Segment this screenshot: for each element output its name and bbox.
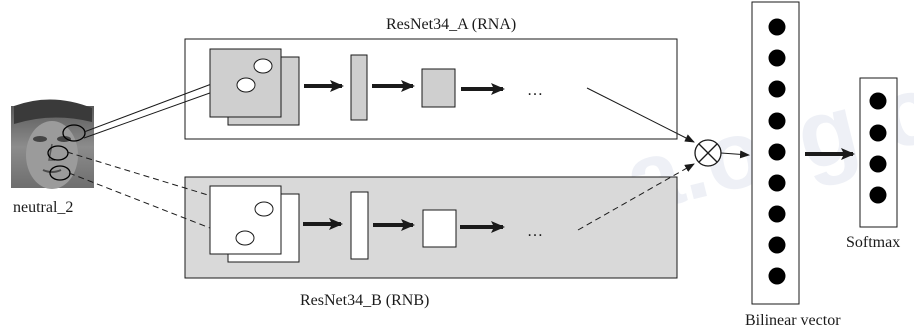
rnb-ellipsis: … (527, 223, 543, 240)
bilinear-node (768, 18, 786, 36)
softmax-label: Softmax (846, 234, 900, 251)
arrow-product-to-bilinear (720, 150, 750, 159)
outer-product-operator (694, 139, 722, 167)
arrow-rna-to-product (586, 87, 695, 143)
rna-patch-2 (236, 77, 256, 93)
branch-a-title: ResNet34_A (RNA) (386, 16, 516, 33)
bilinear-vector-nodes (768, 18, 786, 285)
rna-ellipsis: … (527, 82, 543, 99)
patch-ellipse-1 (62, 124, 86, 142)
bilinear-node (768, 80, 786, 98)
patch-ellipse-2 (47, 145, 69, 161)
rnb-patch-1 (254, 201, 274, 217)
bilinear-node (768, 267, 786, 285)
softmax-nodes (869, 92, 887, 204)
rnb-layer-1 (350, 191, 369, 260)
rna-layer-1 (350, 54, 368, 121)
arrow-rnb-to-product (577, 163, 695, 231)
softmax-node (869, 186, 887, 204)
softmax-node (869, 155, 887, 173)
rnb-layer-2 (422, 209, 457, 248)
rna-patch-1 (253, 58, 273, 74)
face-image (11, 99, 94, 189)
softmax-node (869, 124, 887, 142)
bilinear-node (768, 205, 786, 223)
input-label: neutral_2 (13, 199, 73, 216)
rnb-patch-2 (235, 230, 255, 246)
bilinear-node (768, 236, 786, 254)
rna-layer-2 (421, 68, 456, 108)
bilinear-node (768, 112, 786, 130)
bilinear-node (768, 49, 786, 67)
branch-b-title: ResNet34_B (RNB) (300, 292, 429, 309)
bilinear-node (768, 174, 786, 192)
softmax-node (869, 92, 887, 110)
bilinear-node (768, 143, 786, 161)
bilinear-vector-label: Bilinear vector (745, 312, 841, 329)
